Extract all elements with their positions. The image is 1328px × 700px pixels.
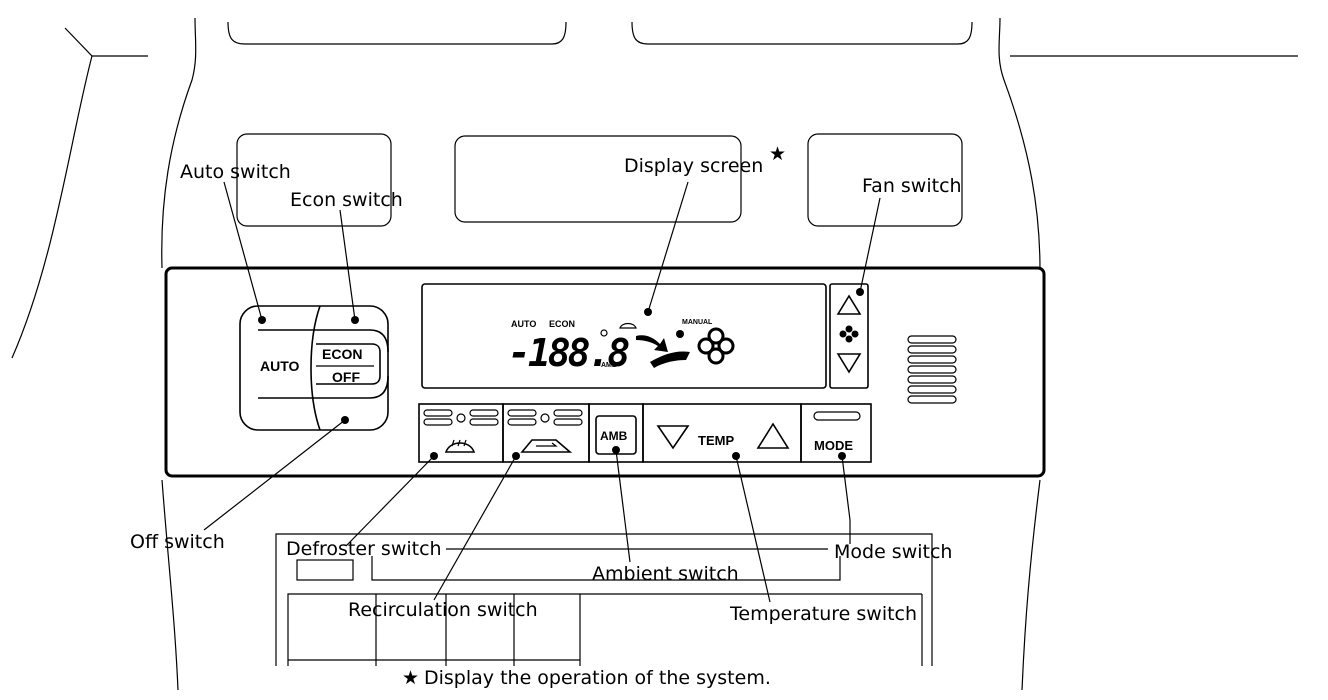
amb-label: AMB [600, 429, 628, 443]
temp-label: TEMP [698, 433, 734, 448]
degree-icon [600, 329, 608, 337]
off-label: OFF [332, 369, 360, 385]
recirculation-switch-label: Recirculation switch [348, 599, 538, 621]
display-screen: AUTO ECON MANUAL -188.8 AMB [421, 283, 827, 389]
off-switch-label: Off switch [130, 531, 225, 553]
fan-down-arrow-icon[interactable] [836, 353, 862, 374]
auto-label: AUTO [260, 358, 300, 374]
temp-down-arrow-icon[interactable] [656, 425, 690, 450]
callout-labels: Auto switch Econ switch Display screen ★… [130, 143, 962, 689]
footnote-text: Display the operation of the system. [424, 667, 771, 689]
fan-up-arrow-icon[interactable] [836, 294, 862, 315]
econ-switch-label: Econ switch [290, 189, 403, 211]
car-recirculation-icon [520, 439, 573, 453]
display-auto-indicator: AUTO [511, 319, 536, 329]
display-star-icon: ★ [769, 143, 786, 165]
footnote-star-icon: ★ [402, 667, 419, 689]
econ-label: ECON [322, 346, 362, 362]
ambient-switch-label: Ambient switch [592, 563, 739, 585]
display-person-head-icon [676, 330, 684, 338]
temp-up-arrow-icon[interactable] [756, 422, 790, 449]
mode-button[interactable]: MODE [800, 403, 872, 463]
display-fan-icon [697, 327, 735, 365]
fan-icon [839, 325, 859, 343]
temperature-button[interactable]: TEMP [642, 403, 802, 463]
defroster-switch-label: Defroster switch [286, 538, 442, 560]
defrost-heat-waves-icon [451, 439, 467, 447]
display-econ-indicator: ECON [549, 319, 575, 329]
dashboard-outline [11, 17, 1298, 691]
display-manual-indicator: MANUAL [682, 319, 713, 326]
display-amb-indicator: AMB [601, 362, 617, 369]
vent-grille [907, 335, 957, 404]
display-temperature-digits: -188.8 [508, 331, 629, 375]
control-panel: AUTO ECON OFF AUTO ECON MANUAL -188.8 AM… [164, 266, 1046, 478]
display-airflow-arrow-icon [636, 335, 668, 352]
mode-label: MODE [814, 438, 853, 453]
display-floor-arrow-icon [650, 351, 690, 368]
mode-switch-label: Mode switch [834, 541, 952, 563]
temperature-switch-label: Temperature switch [729, 603, 917, 625]
auto-econ-off-switch[interactable]: AUTO ECON OFF [239, 305, 389, 431]
recirculation-arrow-icon [536, 442, 558, 447]
auto-switch-label: Auto switch [180, 161, 291, 183]
display-defrost-icon [619, 322, 637, 329]
defrost-icon [444, 442, 476, 453]
display-screen-label: Display screen [624, 155, 763, 177]
defroster-button[interactable] [418, 403, 504, 463]
fan-switch-label: Fan switch [862, 175, 962, 197]
fan-switch[interactable] [829, 283, 869, 389]
legend-box [275, 533, 933, 666]
leader-lines [203, 181, 881, 603]
